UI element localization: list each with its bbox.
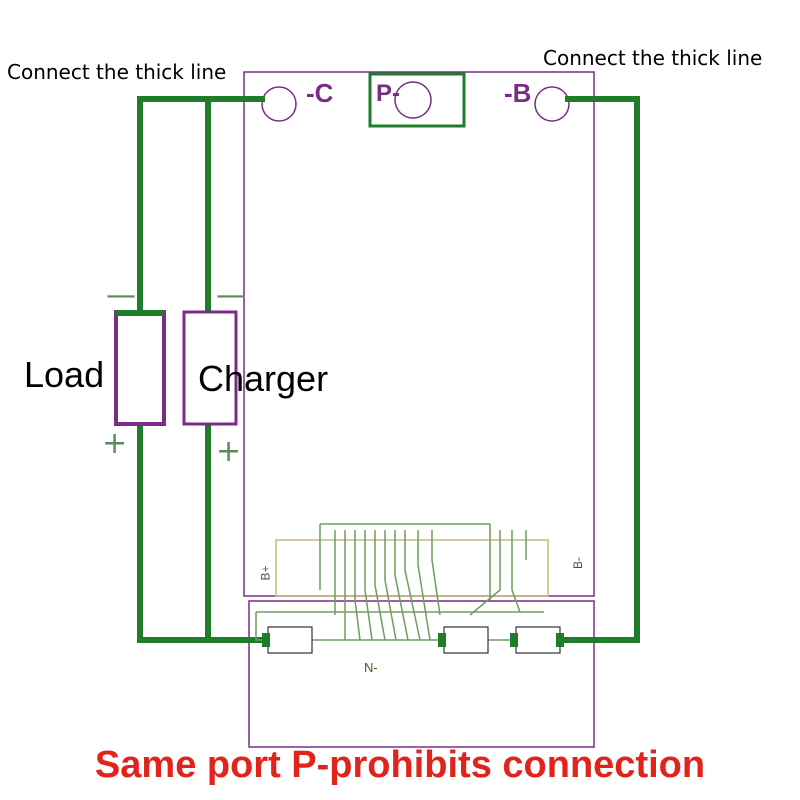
load-minus-sign: — bbox=[106, 278, 136, 313]
resistor-3 bbox=[515, 626, 561, 654]
resistors bbox=[267, 626, 561, 654]
p-port-box bbox=[368, 72, 466, 128]
resistor-2 bbox=[443, 626, 489, 654]
load-box bbox=[114, 310, 166, 426]
resistor-pads bbox=[262, 633, 564, 647]
charger-minus-sign: — bbox=[216, 278, 246, 313]
load-plus-sign: + bbox=[102, 426, 128, 461]
resistor-1 bbox=[267, 626, 313, 654]
charger-box bbox=[182, 310, 238, 426]
hole-b bbox=[534, 86, 570, 122]
warning-text: Same port P-prohibits connection bbox=[94, 744, 706, 786]
port-c-label: -C bbox=[306, 78, 334, 108]
hole-c bbox=[261, 86, 297, 122]
thin-traces bbox=[255, 523, 544, 641]
upper-board-outline bbox=[243, 71, 595, 597]
charger-plus-sign: + bbox=[216, 434, 242, 469]
lower-board-mark: N- bbox=[364, 660, 378, 675]
cell-block-outline bbox=[275, 539, 549, 597]
hole-p bbox=[394, 81, 432, 119]
load-label: Load bbox=[24, 354, 105, 395]
note-left: Connect the thick line bbox=[7, 60, 227, 84]
charger-label: Charger bbox=[198, 358, 329, 399]
lower-board-outline bbox=[248, 600, 595, 748]
thick-wires bbox=[137, 96, 640, 643]
port-p-label: P- bbox=[376, 80, 400, 107]
pin-b-minus: B- bbox=[571, 557, 585, 569]
port-b-label: -B bbox=[504, 78, 532, 108]
note-right: Connect the thick line bbox=[543, 46, 763, 70]
pin-b-plus: B+ bbox=[258, 565, 273, 581]
load-box-top bbox=[116, 310, 164, 316]
